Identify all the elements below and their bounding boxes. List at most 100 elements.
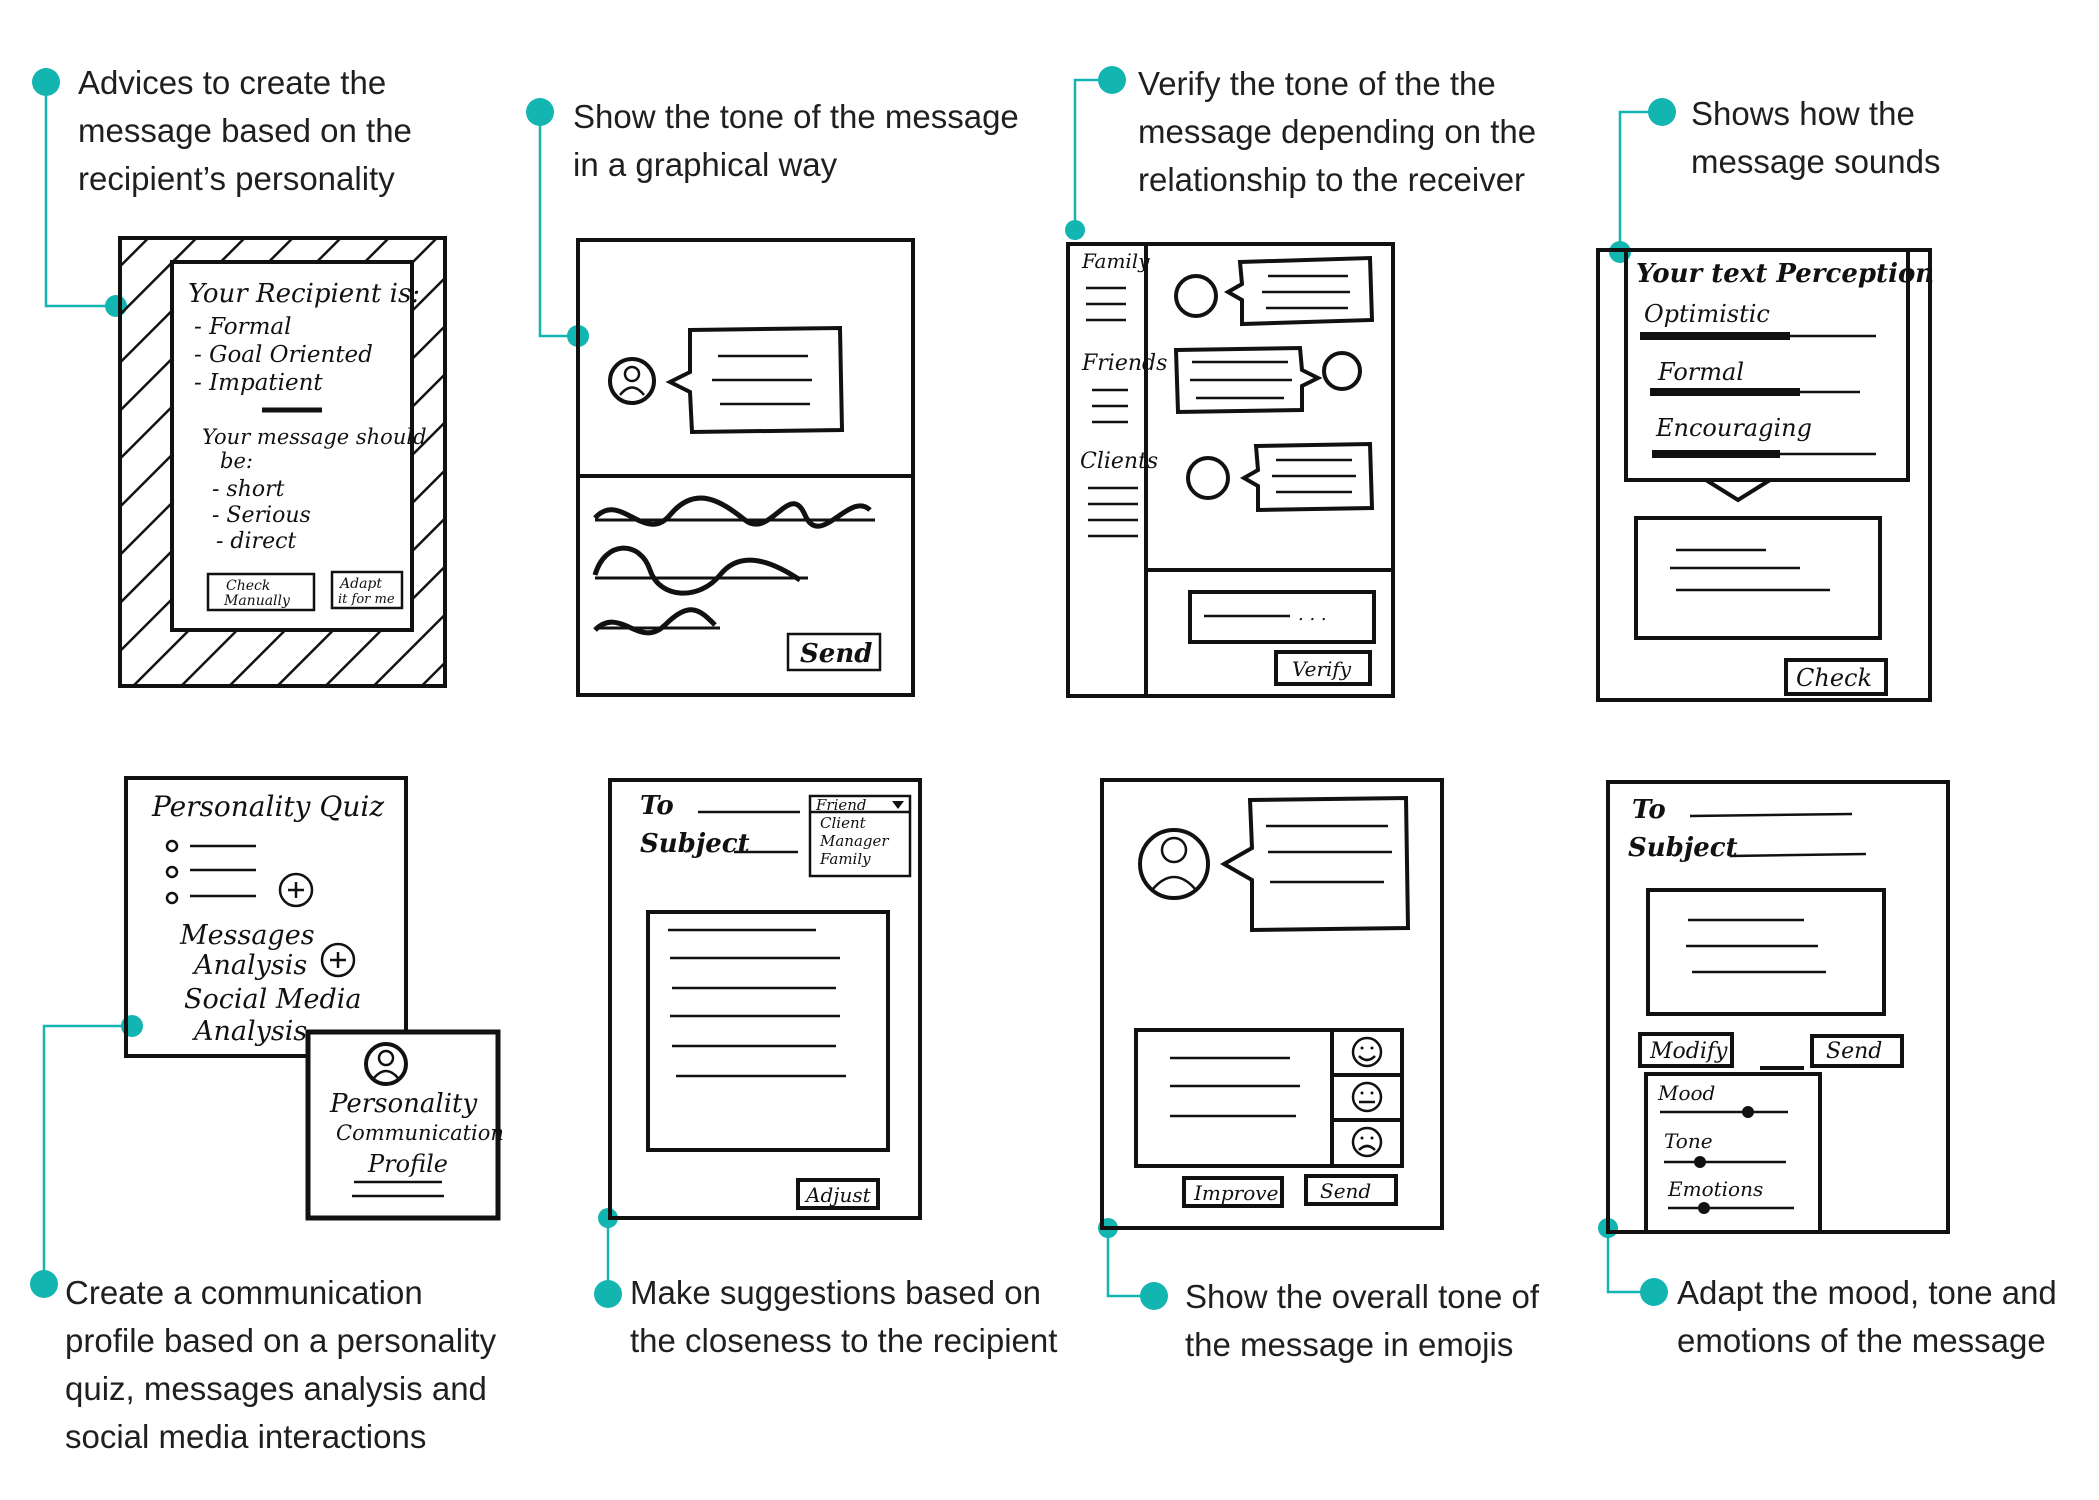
- sad-emoji-icon[interactable]: [1351, 1126, 1383, 1158]
- sketch-perception: Your text Perception Optimistic Formal E…: [1596, 248, 1934, 702]
- avatar-icon: [1322, 351, 1362, 391]
- caption-line: message sounds: [1691, 143, 1941, 180]
- message-trait: - short: [212, 477, 285, 502]
- caption-line: recipient’s personality: [78, 160, 395, 197]
- caption-line: Make suggestions based on: [630, 1274, 1041, 1311]
- caption-how-sounds: Shows how the message sounds: [1691, 90, 1940, 186]
- caption-line: in a graphical way: [573, 146, 838, 183]
- caption-line: the message in emojis: [1185, 1326, 1514, 1363]
- caption-line: quiz, messages analysis and: [65, 1370, 487, 1407]
- to-label: To: [640, 791, 674, 821]
- caption-line: profile based on a personality: [65, 1322, 497, 1359]
- adjust-button[interactable]: Adjust: [796, 1178, 880, 1210]
- caption-line: message based on the: [78, 112, 412, 149]
- caption-verify-tone: Verify the tone of the the message depen…: [1138, 60, 1536, 204]
- svg-text:Adjust: Adjust: [804, 1183, 872, 1207]
- sketch-advice: Your Recipient is: - Formal - Goal Orien…: [118, 236, 447, 688]
- group-clients[interactable]: Clients: [1080, 449, 1158, 474]
- svg-text:Modify: Modify: [1649, 1039, 1728, 1064]
- recipient-trait: - Formal: [194, 314, 292, 340]
- add-icon[interactable]: [278, 872, 314, 908]
- svg-text:Send: Send: [800, 639, 872, 669]
- meter-label: Optimistic: [1644, 300, 1770, 328]
- message-input[interactable]: . . .: [1188, 590, 1376, 644]
- mood-slider-thumb[interactable]: [1742, 1106, 1754, 1118]
- svg-text:Adapt: Adapt: [338, 576, 382, 592]
- messages-analysis-label-2: Analysis: [191, 950, 307, 981]
- caption-line: Create a communication: [65, 1274, 423, 1311]
- caption-suggestions: Make suggestions based on the closeness …: [630, 1269, 1057, 1365]
- subject-label: Subject: [640, 829, 750, 859]
- message-box[interactable]: [1134, 1028, 1404, 1168]
- send-button[interactable]: Send: [1304, 1174, 1398, 1206]
- social-media-label-2: Analysis: [191, 1016, 307, 1047]
- svg-text:Send: Send: [1826, 1039, 1882, 1064]
- message-title-2: be:: [220, 449, 253, 473]
- group-family[interactable]: Family: [1081, 249, 1150, 273]
- happy-emoji-icon[interactable]: [1351, 1036, 1383, 1068]
- message-box[interactable]: [1634, 516, 1882, 640]
- svg-text:Check: Check: [226, 578, 270, 594]
- sketch-verify-tone: Family Friends Clients . . . Verify: [1066, 242, 1395, 698]
- neutral-emoji-icon[interactable]: [1351, 1081, 1383, 1113]
- profile-title-3: Profile: [367, 1150, 448, 1178]
- dropdown-option[interactable]: Family: [819, 850, 871, 868]
- improve-button[interactable]: Improve: [1182, 1176, 1284, 1208]
- caption-adapt: Adapt the mood, tone and emotions of the…: [1677, 1269, 2057, 1365]
- dropdown-option[interactable]: Client: [820, 814, 867, 832]
- sketch-suggestions: To Subject Friend Client Manager Family …: [608, 778, 922, 1220]
- emotions-slider-thumb[interactable]: [1698, 1202, 1710, 1214]
- avatar-icon: [364, 1042, 408, 1086]
- caption-line: Verify the tone of the the: [1138, 65, 1496, 102]
- svg-text:Send: Send: [1320, 1179, 1371, 1203]
- caption-profile: Create a communication profile based on …: [65, 1269, 496, 1461]
- modify-button[interactable]: Modify: [1638, 1032, 1734, 1068]
- slider-label: Mood: [1657, 1081, 1715, 1105]
- group-friends[interactable]: Friends: [1081, 351, 1167, 376]
- svg-text:Improve: Improve: [1193, 1181, 1278, 1205]
- social-media-label: Social Media: [184, 984, 361, 1015]
- avatar-icon: [1174, 274, 1218, 318]
- quiz-title: Personality Quiz: [151, 790, 384, 823]
- relationship-dropdown[interactable]: Friend Client Manager Family: [808, 794, 912, 878]
- verify-button[interactable]: Verify: [1274, 650, 1372, 686]
- caption-line: Advices to create the: [78, 64, 387, 101]
- subject-label: Subject: [1628, 833, 1738, 863]
- caption-advices: Advices to create the message based on t…: [78, 59, 412, 203]
- svg-text:it for me: it for me: [338, 592, 395, 607]
- message-body[interactable]: [1646, 888, 1886, 1016]
- caption-tone-graphical: Show the tone of the message in a graphi…: [573, 93, 1019, 189]
- check-manually-button[interactable]: Check Manually: [206, 572, 316, 612]
- caption-line: relationship to the receiver: [1138, 161, 1526, 198]
- svg-text:Manually: Manually: [223, 593, 291, 609]
- meter-label: Formal: [1657, 358, 1744, 386]
- dropdown-option[interactable]: Friend: [815, 796, 867, 814]
- recipient-trait: - Goal Oriented: [194, 342, 373, 368]
- caption-line: emotions of the message: [1677, 1322, 2046, 1359]
- send-button[interactable]: Send: [786, 632, 882, 672]
- profile-title: Personality: [329, 1089, 477, 1119]
- message-body[interactable]: [646, 910, 890, 1152]
- adapt-it-button[interactable]: Adapt it for me: [330, 570, 404, 610]
- svg-text:. . .: . . .: [1298, 604, 1327, 625]
- recipient-title: Your Recipient is:: [188, 279, 420, 309]
- message-trait: - Serious: [212, 503, 311, 528]
- sketch-adapt-mood: To Subject Modify Send Mood Tone Emotion…: [1606, 780, 1950, 1234]
- add-icon[interactable]: [320, 942, 356, 978]
- tone-slider-thumb[interactable]: [1694, 1156, 1706, 1168]
- profile-title-2: Communication: [336, 1121, 504, 1145]
- avatar-icon: [1186, 456, 1230, 500]
- perception-title: Your text Perception: [1636, 259, 1934, 289]
- slider-label: Emotions: [1667, 1177, 1763, 1201]
- check-button[interactable]: Check: [1784, 658, 1888, 696]
- caption-line: the closeness to the recipient: [630, 1322, 1058, 1359]
- svg-text:Verify: Verify: [1292, 657, 1352, 681]
- caption-line: message depending on the: [1138, 113, 1537, 150]
- avatar-icon: [1138, 828, 1210, 900]
- caption-line: Show the tone of the message: [573, 98, 1019, 135]
- dropdown-option[interactable]: Manager: [819, 832, 889, 850]
- caption-emojis: Show the overall tone of the message in …: [1185, 1273, 1539, 1369]
- messages-analysis-label: Messages: [179, 920, 315, 951]
- send-button[interactable]: Send: [1810, 1034, 1904, 1068]
